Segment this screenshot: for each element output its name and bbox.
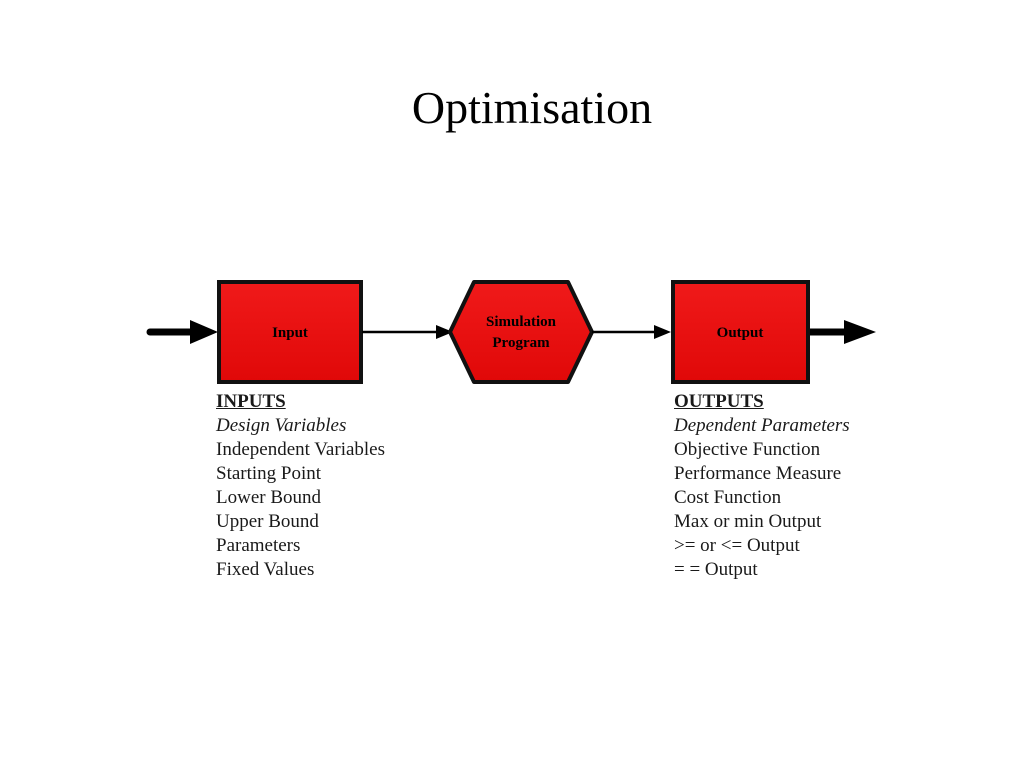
outputs-list: OUTPUTS Dependent Parameters Objective F… [674, 390, 850, 582]
outputs-item: = = Output [674, 559, 758, 580]
outputs-heading: OUTPUTS [674, 391, 764, 412]
outputs-item: Objective Function [674, 439, 821, 460]
inputs-item: Upper Bound [216, 511, 319, 532]
outputs-item: Cost Function [674, 487, 782, 508]
outputs-item: >= or <= Output [674, 535, 800, 556]
inputs-subheading: Design Variables [216, 415, 347, 436]
output-node: Output [671, 280, 810, 384]
inputs-item: Independent Variables [216, 439, 386, 460]
arrow-simulation-to-output [592, 325, 671, 339]
arrow-input-to-simulation [362, 325, 453, 339]
incoming-arrow [146, 320, 218, 344]
slide-title: Optimisation [411, 82, 653, 133]
outputs-subheading: Dependent Parameters [674, 415, 850, 436]
inputs-item: Starting Point [216, 463, 322, 484]
inputs-item: Lower Bound [216, 487, 322, 508]
simulation-node: Simulation Program [448, 280, 594, 384]
simulation-node-label-line-1: Simulation [486, 314, 557, 330]
inputs-item: Fixed Values [216, 559, 315, 580]
simulation-node-label-line-2: Program [492, 335, 550, 351]
input-node: Input [217, 280, 363, 384]
inputs-list: INPUTS Design Variables Independent Vari… [216, 390, 385, 582]
outputs-item: Max or min Output [674, 511, 822, 532]
outputs-item: Performance Measure [674, 463, 842, 484]
outgoing-arrow [810, 320, 876, 344]
output-node-label: Output [717, 325, 764, 341]
inputs-heading: INPUTS [216, 391, 286, 412]
inputs-item: Parameters [216, 535, 301, 556]
input-node-label: Input [272, 325, 308, 341]
